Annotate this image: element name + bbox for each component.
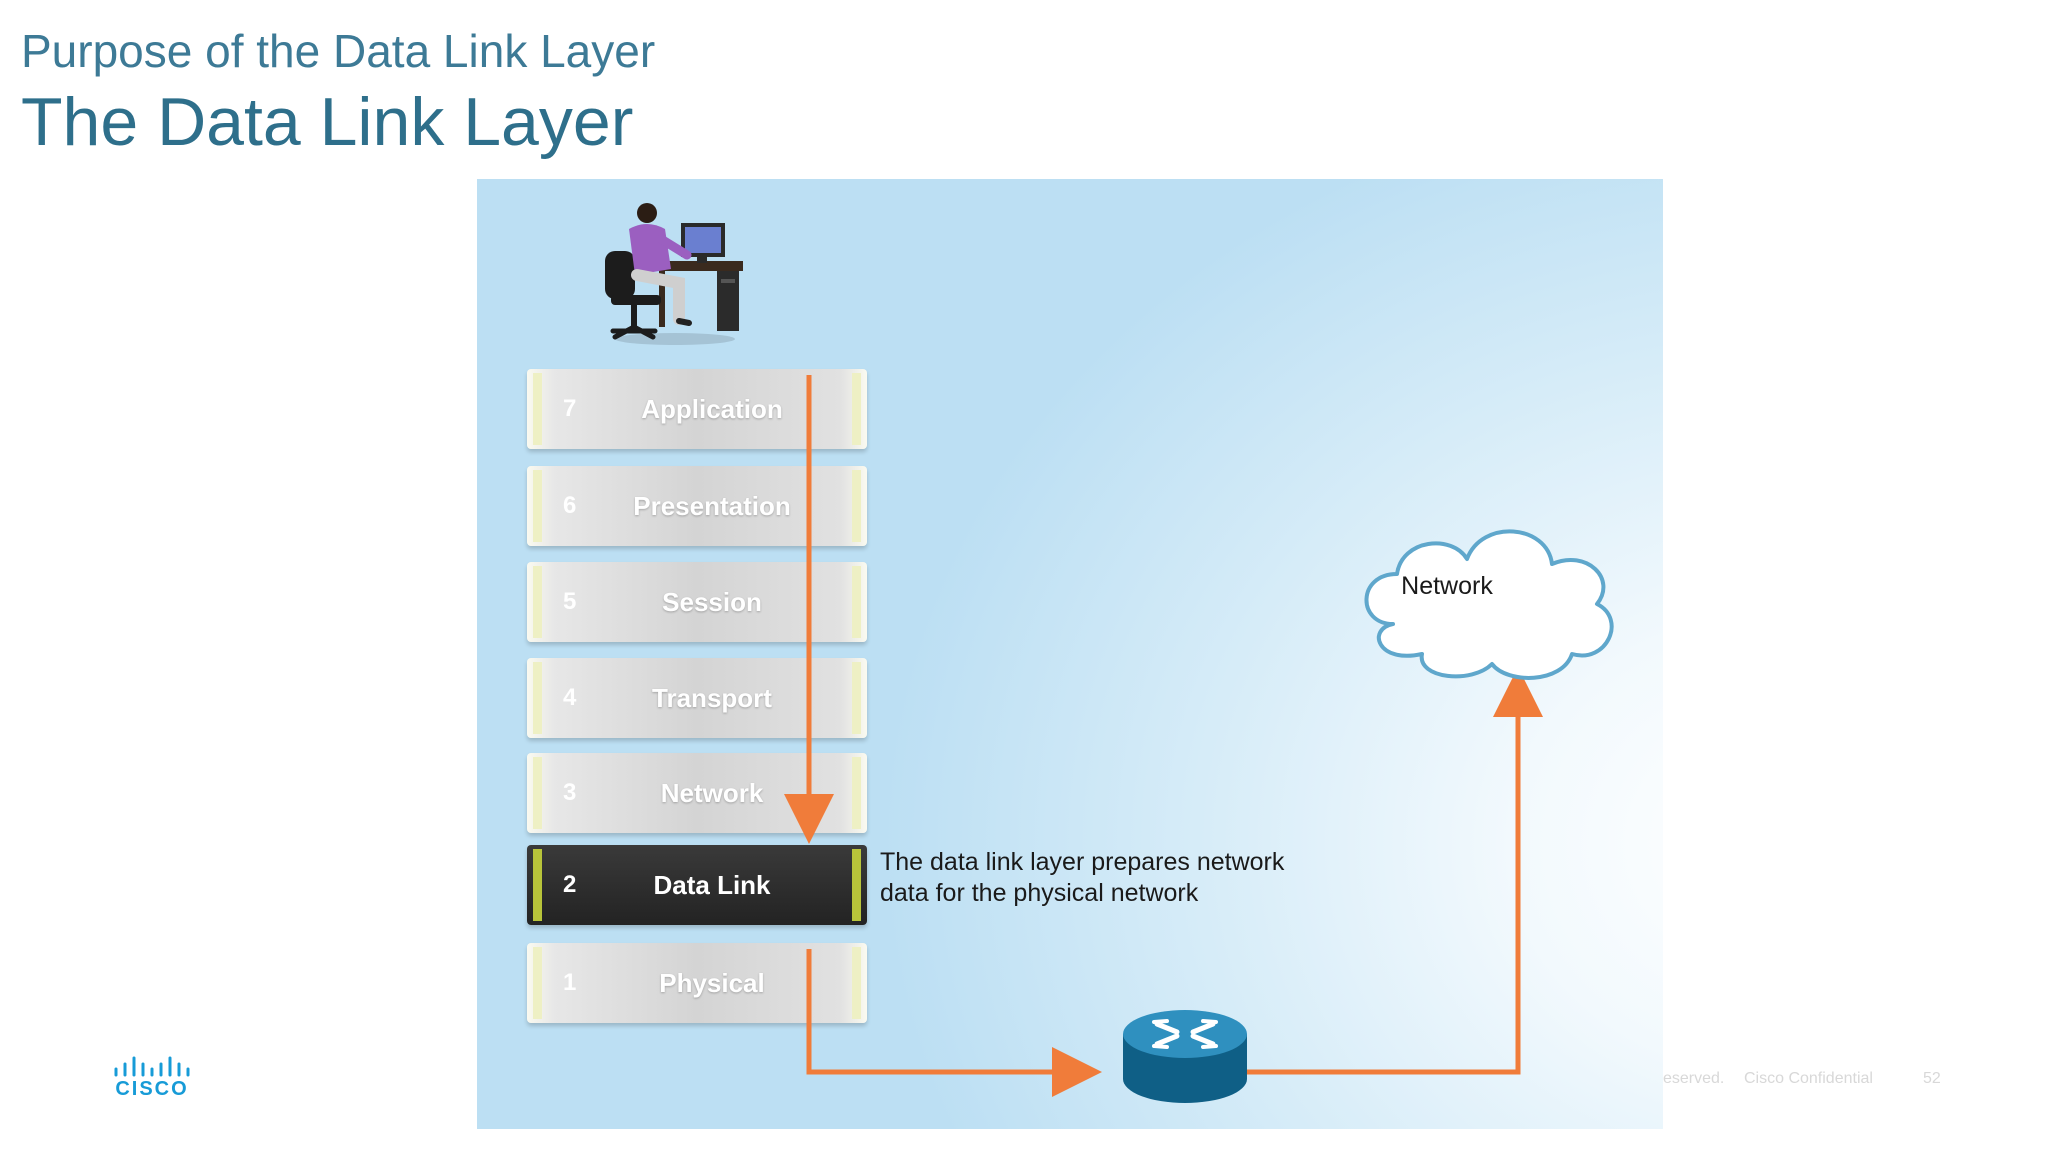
router-to-cloud-arrow [1247, 667, 1543, 1075]
layer-name: Presentation [633, 491, 791, 521]
router-icon [1123, 1010, 1247, 1103]
layer-number: 6 [563, 492, 577, 519]
footer-page-number: 52 [1923, 1070, 1941, 1087]
layer-name: Network [660, 778, 764, 808]
network-cloud-icon [1364, 529, 1614, 680]
cisco-bars-icon [114, 1056, 190, 1077]
physical-to-router-arrow [806, 949, 1102, 1097]
footer-copyright: eserved. [1663, 1070, 1725, 1087]
slide-title: The Data Link Layer [21, 84, 634, 160]
data-flow-arrows [784, 375, 1614, 1103]
description-line: The data link layer prepares network [880, 848, 1285, 876]
layer-number: 7 [563, 395, 577, 422]
layer-name: Data Link [653, 870, 771, 900]
layer-number: 4 [563, 684, 577, 711]
cisco-logo-text: CISCO [115, 1078, 189, 1100]
layer-name: Physical [659, 968, 765, 998]
footer-confidential: Cisco Confidential [1744, 1070, 1873, 1087]
layer-number: 2 [563, 871, 577, 898]
osi-layer-data-link: 2 Data Link [527, 845, 867, 925]
layer-name: Application [641, 394, 783, 424]
layer-name: Session [662, 587, 762, 617]
cisco-logo: CISCO [112, 1056, 192, 1100]
osi-diagram: 7 Application 6 Presentation 5 Session 4… [477, 179, 1663, 1129]
layer-number: 3 [563, 779, 577, 806]
slide-subtitle: Purpose of the Data Link Layer [21, 25, 656, 77]
data-link-description: The data link layer prepares network dat… [880, 847, 1380, 909]
user-workstation-icon [605, 203, 743, 345]
description-line: data for the physical network [880, 879, 1199, 907]
layer-name: Transport [652, 683, 772, 713]
network-cloud-label: Network [1401, 572, 1493, 600]
layer-number: 5 [563, 588, 577, 615]
layer-number: 1 [563, 969, 577, 996]
